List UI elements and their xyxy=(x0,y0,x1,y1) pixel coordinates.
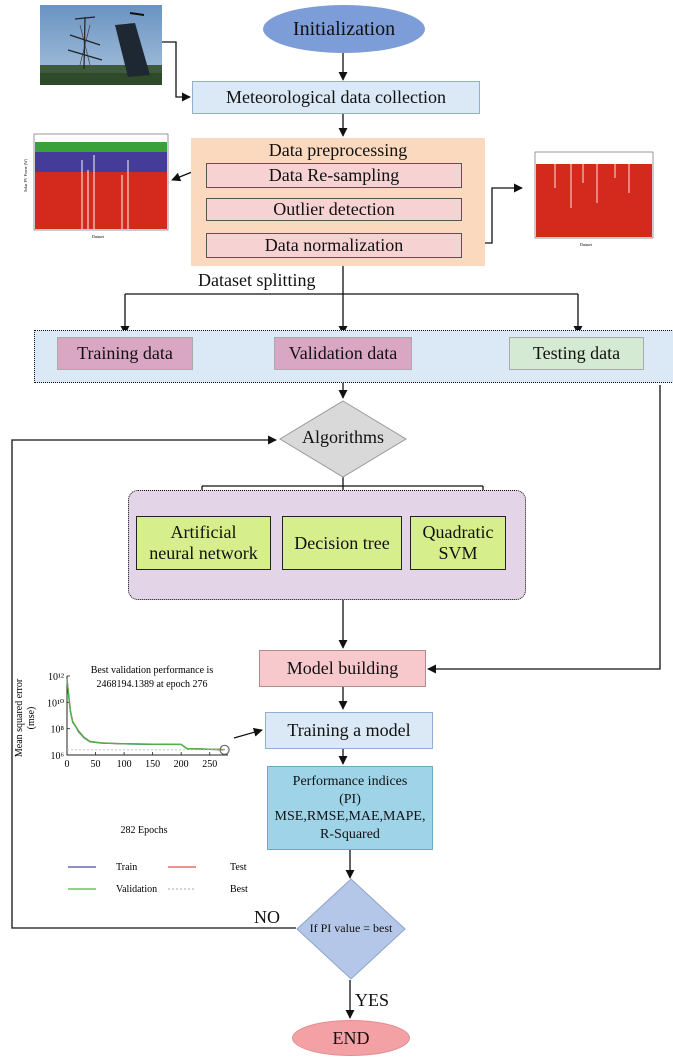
end-node: END xyxy=(292,1020,410,1056)
x-tick-label: 250 xyxy=(202,759,217,770)
no-label: NO xyxy=(254,907,280,927)
best-epoch-marker xyxy=(219,744,230,755)
data-collection-label: Meteorological data collection xyxy=(226,87,446,108)
series-line-train xyxy=(66,679,225,751)
x-tick-label: 200 xyxy=(174,759,189,770)
testing-data-label: Testing data xyxy=(532,343,621,364)
y-axis-label-line2: (mse) xyxy=(26,707,37,730)
initialization-label: Initialization xyxy=(292,17,396,40)
svg-text:Dataset: Dataset xyxy=(92,234,105,239)
normalization-box: Data normalization xyxy=(206,233,462,258)
pi-label-line2: (PI) xyxy=(339,791,361,807)
algorithms-decision: Algorithms xyxy=(278,400,408,478)
cleaned-data-plot-thumbnail: Dataset xyxy=(525,148,655,248)
y-axis-label-line1: Mean squared error xyxy=(14,678,25,757)
input-data-plot-thumbnail: Solar PV Power (W) Dataset xyxy=(22,130,170,242)
legend-label-best: Best xyxy=(230,884,248,895)
pi-label-line4: R-Squared xyxy=(320,826,380,842)
training-model-box: Training a model xyxy=(265,712,433,749)
training-data-label: Training data xyxy=(77,343,173,364)
validation-data-label: Validation data xyxy=(288,343,398,364)
legend-label-train: Train xyxy=(116,862,137,873)
series-line-validation xyxy=(66,679,225,751)
dataset-splitting-label: Dataset splitting xyxy=(198,270,316,290)
preprocessing-title: Data preprocessing xyxy=(268,140,408,160)
chart-title-line2: 2468194.1389 at epoch 276 xyxy=(96,679,207,690)
decision-tree-box: Decision tree xyxy=(282,516,402,570)
outlier-detection-label: Outlier detection xyxy=(273,199,395,220)
legend-label-test: Test xyxy=(230,862,247,873)
outlier-detection-box: Outlier detection xyxy=(206,198,462,221)
initialization-node: Initialization xyxy=(263,5,425,53)
yes-label: YES xyxy=(355,990,390,1010)
svg-text:Dataset: Dataset xyxy=(580,242,593,247)
performance-indices-box: Performance indices (PI) MSE,RMSE,MAE,MA… xyxy=(267,766,433,850)
y-tick-label: 10⁸ xyxy=(51,725,65,736)
normalization-label: Data normalization xyxy=(264,235,404,256)
data-collection-box: Meteorological data collection xyxy=(192,81,480,114)
ann-box: Artificial neural network xyxy=(136,516,271,570)
chart-title-line1: Best validation performance is xyxy=(91,665,214,676)
model-building-label: Model building xyxy=(286,658,399,679)
ann-label-line1: Artificial xyxy=(170,522,237,543)
pi-decision: If PI value = best xyxy=(296,878,406,980)
training-model-label: Training a model xyxy=(287,720,411,741)
resampling-label: Data Re-sampling xyxy=(268,165,400,186)
end-label: END xyxy=(332,1027,370,1048)
testing-data-box: Testing data xyxy=(509,337,644,370)
ann-label-line2: neural network xyxy=(149,543,258,563)
algorithms-label: Algorithms xyxy=(301,427,384,447)
y-tick-label: 10⁶ xyxy=(51,751,65,762)
validation-data-box: Validation data xyxy=(274,337,412,370)
y-tick-label: 10¹⁰ xyxy=(47,698,64,709)
pi-label-line1: Performance indices xyxy=(292,774,408,789)
svg-text:Solar PV Power (W): Solar PV Power (W) xyxy=(23,158,28,192)
x-tick-label: 150 xyxy=(145,759,160,770)
pi-label-line3: MSE,RMSE,MAE,MAPE, xyxy=(274,809,426,824)
decision-tree-label: Decision tree xyxy=(294,532,390,553)
x-tick-label: 0 xyxy=(65,759,70,770)
quadratic-svm-box: Quadratic SVM xyxy=(410,516,506,570)
pi-decision-label: If PI value = best xyxy=(309,921,393,935)
svm-label-line2: SVM xyxy=(438,543,478,563)
resampling-box: Data Re-sampling xyxy=(206,163,462,188)
training-data-box: Training data xyxy=(57,337,193,370)
weather-station-photo xyxy=(40,5,162,85)
svm-label-line1: Quadratic xyxy=(422,522,494,543)
x-tick-label: 50 xyxy=(91,759,101,770)
x-axis-label: 282 Epochs xyxy=(121,825,168,836)
x-tick-label: 100 xyxy=(117,759,132,770)
legend-label-validation: Validation xyxy=(116,884,157,895)
y-tick-label: 10¹² xyxy=(48,672,64,683)
model-building-box: Model building xyxy=(259,650,426,687)
